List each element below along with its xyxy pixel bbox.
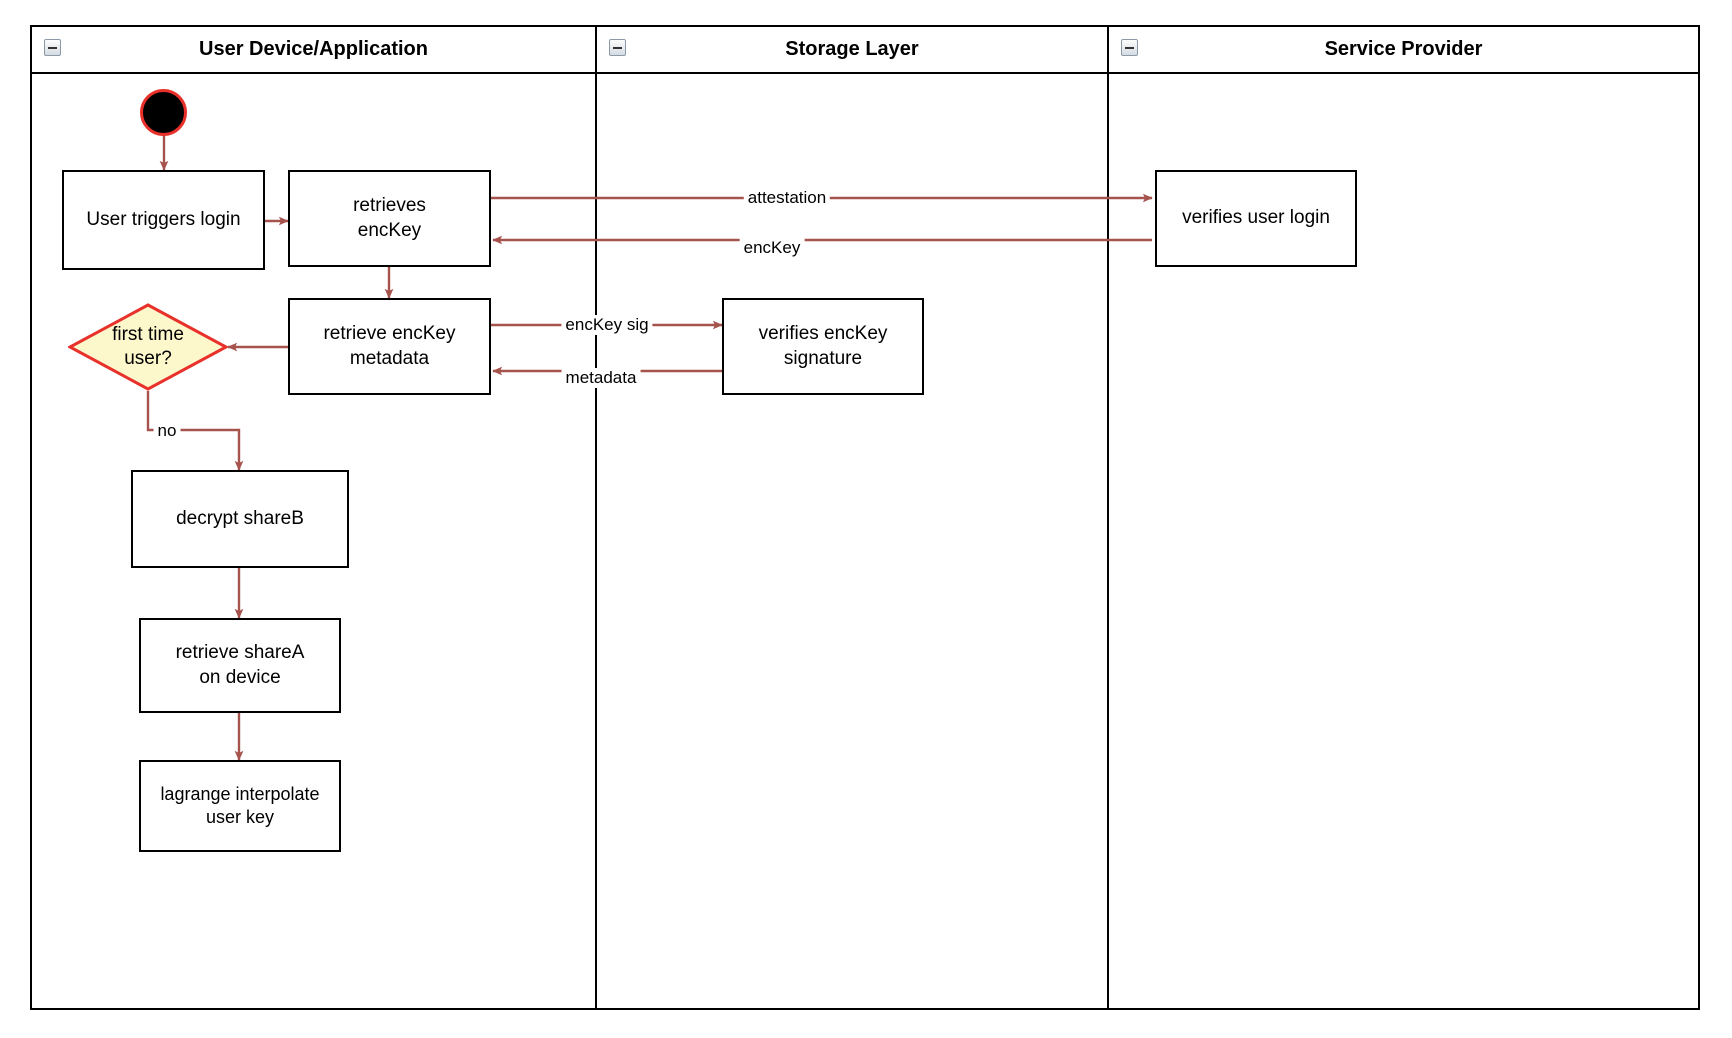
- lane-title-storage: Storage Layer: [785, 38, 919, 60]
- edge-label-enckey: encKey: [739, 238, 805, 258]
- lane-header-user-device: User Device/Application: [32, 27, 595, 74]
- edge-label-enckey-sig: encKey sig: [561, 315, 653, 335]
- collapse-minus-icon[interactable]: [609, 39, 626, 56]
- lane-title-user-device: User Device/Application: [199, 38, 428, 60]
- lane-header-storage: Storage Layer: [597, 27, 1107, 74]
- node-verifies-user-login[interactable]: verifies user login: [1155, 170, 1357, 267]
- node-retrieve-enckey-metadata[interactable]: retrieve encKey metadata: [288, 298, 491, 395]
- decision-label: first time user?: [112, 324, 184, 369]
- decision-diamond-shape: [68, 303, 228, 391]
- edge-label-metadata: metadata: [561, 368, 641, 388]
- lane-title-service-provider: Service Provider: [1324, 38, 1483, 60]
- edge-label-no: no: [153, 421, 181, 441]
- node-verifies-enckey-signature[interactable]: verifies encKey signature: [722, 298, 924, 395]
- lane-divider-1: [595, 27, 597, 1008]
- collapse-minus-icon[interactable]: [44, 39, 61, 56]
- start-node[interactable]: [140, 89, 187, 136]
- node-retrieve-sharea-on-device[interactable]: retrieve shareA on device: [139, 618, 341, 713]
- lane-divider-2: [1107, 27, 1109, 1008]
- node-decrypt-shareb[interactable]: decrypt shareB: [131, 470, 349, 568]
- lane-header-service-provider: Service Provider: [1109, 27, 1698, 74]
- node-first-time-user-decision[interactable]: first time user?: [68, 303, 228, 391]
- node-retrieves-enckey[interactable]: retrieves encKey: [288, 170, 491, 267]
- node-user-triggers-login[interactable]: User triggers login: [62, 170, 265, 270]
- collapse-minus-icon[interactable]: [1121, 39, 1138, 56]
- node-lagrange-interpolate-user-key[interactable]: lagrange interpolate user key: [139, 760, 341, 852]
- edge-label-attestation: attestation: [743, 188, 831, 208]
